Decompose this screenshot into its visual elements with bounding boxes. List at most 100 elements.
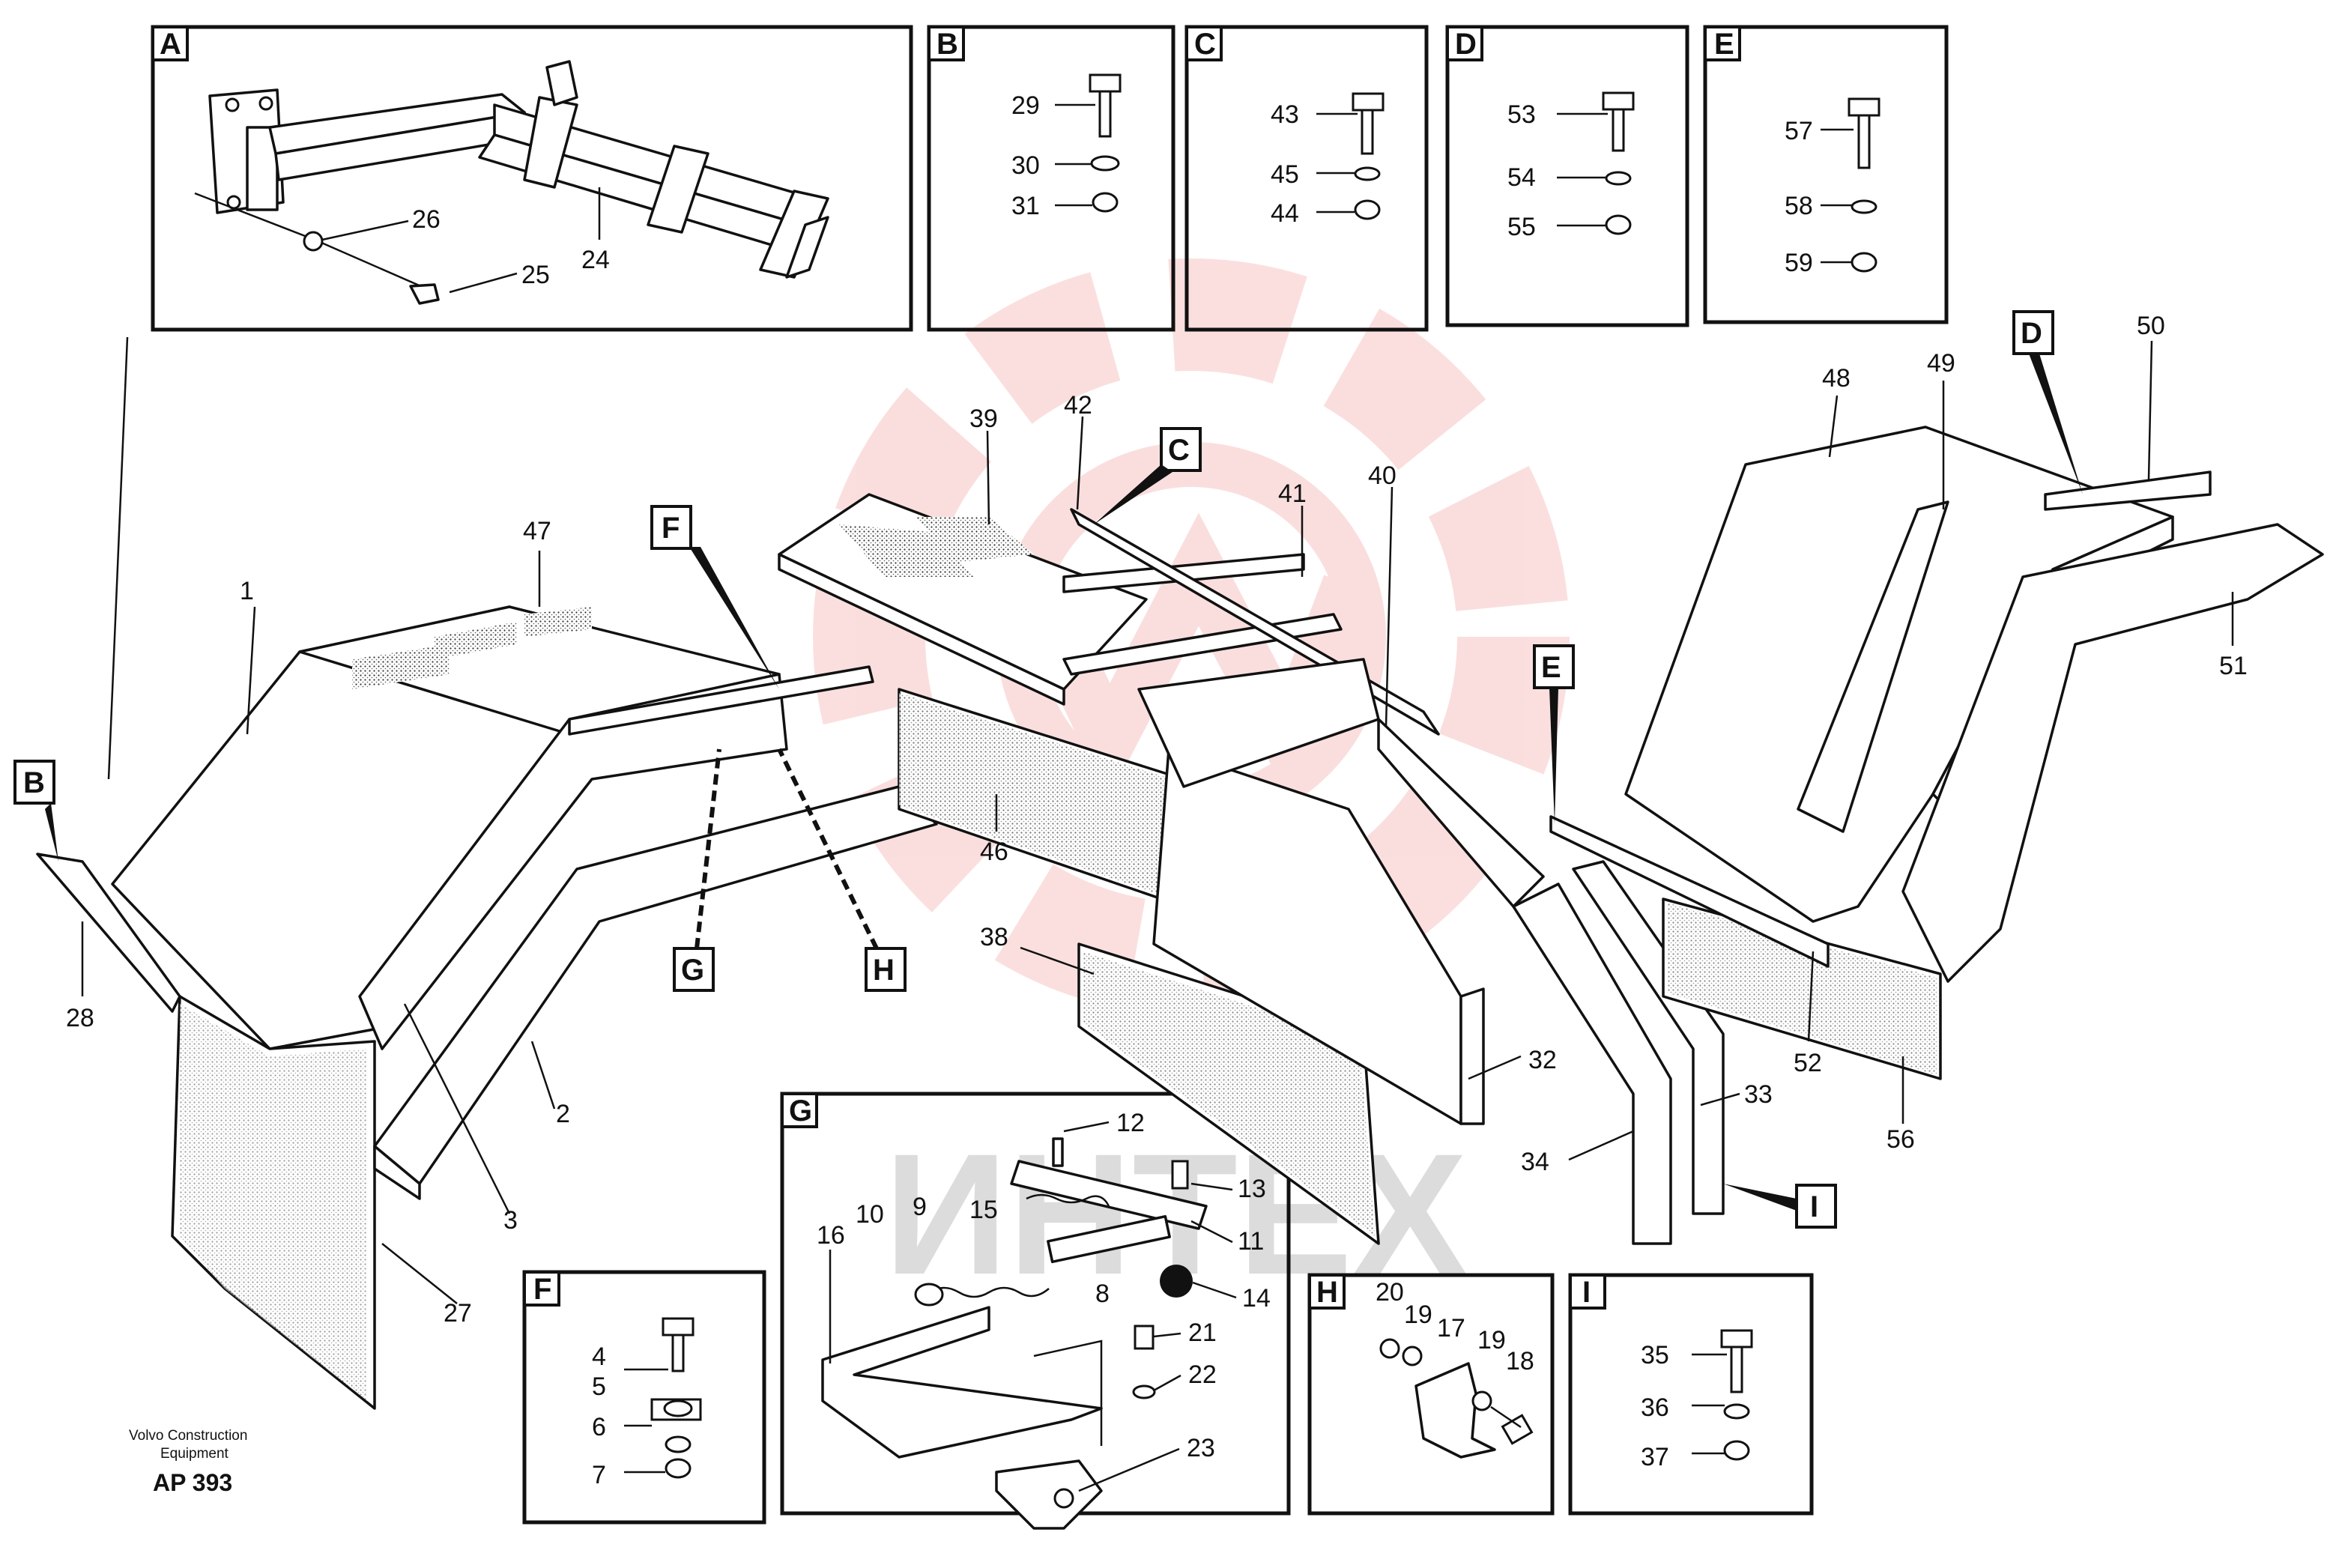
label-11: 11 (1238, 1227, 1264, 1256)
callout-h: H (873, 954, 895, 987)
box-letter-tabs: A B C D E F G H I (151, 25, 1741, 1310)
fastener-stack-i (1692, 1329, 1753, 1461)
fastener-stack-c (1316, 92, 1385, 220)
callout-c: C (1168, 434, 1190, 467)
box-i-labels: 35 36 37 (1641, 1341, 1669, 1471)
label-2: 2 (556, 1100, 570, 1128)
manufacturer-line2: Equipment (160, 1446, 229, 1462)
label-24: 24 (581, 246, 610, 274)
detail-box-a (151, 25, 913, 332)
label-38: 38 (980, 923, 1008, 951)
box-g-labels: 12 13 11 14 15 9 10 8 16 21 22 23 (817, 1109, 1271, 1492)
label-13: 13 (1238, 1175, 1266, 1203)
detail-box-b (927, 25, 1175, 332)
label-8: 8 (1095, 1280, 1110, 1308)
label-39: 39 (969, 405, 998, 433)
label-50: 50 (2137, 312, 2165, 340)
label-31: 31 (1011, 192, 1040, 220)
label-29: 29 (1011, 91, 1040, 120)
label-15: 15 (969, 1196, 998, 1224)
drawing-code: AP 393 (153, 1469, 232, 1496)
callout-g: G (681, 954, 704, 987)
label-56: 56 (1886, 1125, 1915, 1154)
box-e-labels: 57 58 59 (1785, 117, 1813, 277)
box-g-letter: G (789, 1095, 812, 1127)
label-7: 7 (592, 1461, 606, 1489)
detail-box-c (1184, 25, 1429, 332)
label-54: 54 (1507, 163, 1536, 192)
fastener-stack-e (1821, 97, 1880, 273)
label-35: 35 (1641, 1341, 1669, 1369)
label-59: 59 (1785, 249, 1813, 277)
label-23: 23 (1187, 1434, 1215, 1462)
label-1: 1 (240, 577, 254, 605)
callout-d: D (2021, 317, 2042, 350)
callout-i: I (1810, 1190, 1818, 1223)
label-19b: 19 (1477, 1326, 1506, 1354)
box-f-labels: 4 5 6 7 (592, 1343, 606, 1489)
fastener-stack-d (1557, 91, 1635, 235)
label-19a: 19 (1404, 1301, 1432, 1329)
label-18: 18 (1506, 1347, 1534, 1375)
detail-box-f (522, 1270, 766, 1525)
box-f-letter: F (533, 1273, 551, 1306)
right-fender-assembly (1549, 426, 2324, 1080)
box-h-labels: 20 19 17 19 18 (1376, 1278, 1534, 1375)
detail-box-h (1307, 1273, 1555, 1516)
label-47: 47 (523, 517, 551, 545)
label-9: 9 (913, 1193, 927, 1221)
fastener-stack-f (624, 1317, 702, 1479)
centre-hood-assembly (778, 493, 1725, 1245)
label-44: 44 (1271, 199, 1299, 228)
label-46: 46 (980, 838, 1008, 866)
label-4: 4 (592, 1343, 606, 1371)
label-32: 32 (1528, 1046, 1557, 1074)
fastener-stack-b (1055, 73, 1122, 213)
label-17: 17 (1437, 1314, 1465, 1343)
label-57: 57 (1785, 117, 1813, 145)
manufacturer-line1: Volvo Construction (129, 1428, 247, 1444)
box-d-labels: 53 54 55 (1507, 100, 1536, 241)
detail-box-d (1445, 25, 1689, 327)
label-48: 48 (1822, 364, 1851, 393)
callout-f: F (662, 512, 680, 545)
label-30: 30 (1011, 151, 1040, 180)
footer: Volvo Construction Equipment AP 393 (129, 1428, 247, 1496)
bracket-assembly-a (194, 60, 829, 305)
detail-box-i (1568, 1273, 1814, 1516)
box-d-letter: D (1455, 28, 1477, 61)
box-e-letter: E (1714, 28, 1734, 61)
label-51: 51 (2219, 652, 2248, 680)
box-b-letter: B (936, 28, 958, 61)
label-53: 53 (1507, 100, 1536, 129)
box-c-letter: C (1194, 28, 1216, 61)
box-a-labels: 24 25 26 (321, 187, 610, 294)
label-49: 49 (1927, 349, 1955, 378)
box-c-labels: 43 45 44 (1271, 100, 1299, 228)
label-58: 58 (1785, 192, 1813, 220)
label-40: 40 (1368, 461, 1397, 490)
label-14: 14 (1242, 1284, 1271, 1313)
box-b-labels: 29 30 31 (1011, 91, 1040, 220)
label-3: 3 (503, 1206, 518, 1235)
label-41: 41 (1278, 479, 1307, 508)
label-26: 26 (412, 205, 441, 234)
label-27: 27 (444, 1299, 472, 1328)
label-5: 5 (592, 1372, 606, 1401)
label-52: 52 (1794, 1049, 1822, 1077)
label-12: 12 (1116, 1109, 1145, 1137)
label-33: 33 (1744, 1080, 1773, 1109)
label-34: 34 (1521, 1148, 1549, 1176)
label-20: 20 (1376, 1278, 1404, 1307)
callout-b: B (23, 766, 45, 799)
label-6: 6 (592, 1413, 606, 1441)
label-10: 10 (856, 1200, 884, 1229)
box-h-letter: H (1316, 1276, 1338, 1309)
label-37: 37 (1641, 1443, 1669, 1471)
label-22: 22 (1188, 1360, 1217, 1389)
label-16: 16 (817, 1221, 845, 1250)
callout-e: E (1541, 651, 1561, 684)
leader-lines (81, 340, 2234, 1304)
